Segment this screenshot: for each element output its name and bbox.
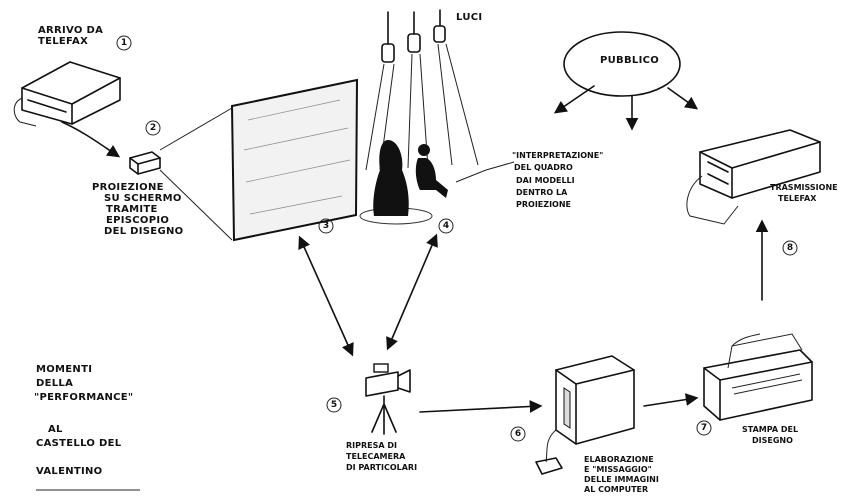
step-7-number: 7 (701, 423, 707, 433)
models-figures (360, 140, 448, 224)
interpretation-label: "INTERPRETAZIONE" DEL QUADRO DAI MODELLI… (512, 151, 606, 209)
projection-screen (232, 80, 357, 240)
fax-arrival-label: ARRIVO DA TELEFAX (38, 25, 107, 47)
arrow-screen-camera (300, 238, 352, 354)
audience-label: PUBBLICO (600, 55, 659, 66)
incoming-fax-machine (14, 62, 120, 126)
processing-label: ELABORAZIONE E "MISSAGGIO" DELLE IMMAGIN… (584, 455, 662, 494)
lights-label: LUCI (456, 12, 482, 23)
audience-arrow-right (668, 88, 696, 108)
step-8-number: 8 (787, 243, 793, 253)
episcope-projector (130, 152, 160, 174)
arrow-camera-to-computer (420, 406, 540, 412)
interpretation-pointer (456, 162, 514, 182)
print-label: STAMPA DEL DISEGNO (742, 425, 801, 445)
step-6-number: 6 (515, 429, 521, 439)
arrow-computer-to-printer (644, 398, 696, 406)
step-2-number: 2 (150, 123, 156, 133)
step-5-number: 5 (331, 400, 337, 410)
step-3-number: 3 (323, 221, 329, 231)
step-1-number: 1 (121, 38, 127, 48)
audience-arrow-left (556, 86, 594, 112)
outgoing-fax-machine (687, 130, 820, 224)
projection-label: PROIEZIONE SU SCHERMO TRAMITE EPISCOPIO … (92, 182, 186, 237)
step-4-number: 4 (443, 221, 449, 231)
arrow-models-camera (388, 236, 436, 348)
arrow-fax-to-episcope (62, 122, 118, 156)
video-camera (366, 364, 410, 434)
moments-title: MOMENTI DELLA "PERFORMANCE" AL CASTELLO … (34, 364, 137, 477)
projection-beam-top (160, 108, 232, 150)
video-shot-label: RIPRESA DI TELECAMERA DI PARTICOLARI (346, 441, 417, 472)
fax-transmission-label: TRASMISSIONE TELEFAX (770, 183, 840, 203)
printer (704, 334, 812, 420)
